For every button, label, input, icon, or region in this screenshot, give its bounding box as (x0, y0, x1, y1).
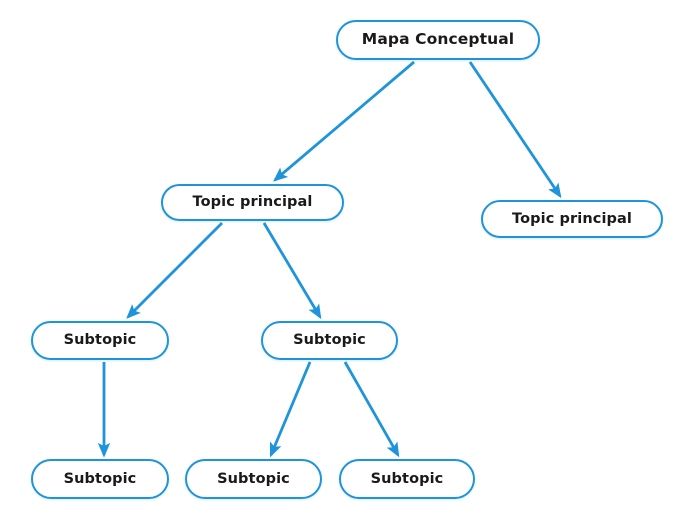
node-topic-principal-2[interactable]: Topic principal (481, 200, 663, 238)
edge-s2-to-s5 (343, 361, 400, 458)
node-subtopic-5-label: Subtopic (370, 470, 444, 487)
edge-group (97, 60, 562, 458)
node-subtopic-1[interactable]: Subtopic (31, 321, 169, 360)
node-root-label: Mapa Conceptual (361, 30, 515, 49)
node-subtopic-4-label: Subtopic (217, 470, 290, 487)
node-subtopic-2[interactable]: Subtopic (261, 321, 398, 360)
node-subtopic-4[interactable]: Subtopic (185, 459, 322, 499)
edge-t1-to-s2 (262, 222, 322, 320)
edge-root-to-t2 (468, 61, 562, 199)
edge-root-to-t1 (273, 60, 415, 182)
node-topic-principal-2-label: Topic principal (512, 210, 632, 227)
node-root[interactable]: Mapa Conceptual (336, 20, 540, 60)
node-subtopic-3[interactable]: Subtopic (31, 459, 169, 499)
node-topic-principal-1[interactable]: Topic principal (161, 184, 344, 221)
node-subtopic-5[interactable]: Subtopic (339, 459, 475, 499)
node-subtopic-3-label: Subtopic (63, 470, 137, 487)
node-subtopic-1-label: Subtopic (63, 332, 137, 349)
node-subtopic-2-label: Subtopic (293, 332, 366, 349)
edge-s2-to-s4 (269, 361, 312, 458)
edge-t1-to-s1 (126, 222, 223, 319)
node-topic-principal-1-label: Topic principal (192, 194, 313, 211)
